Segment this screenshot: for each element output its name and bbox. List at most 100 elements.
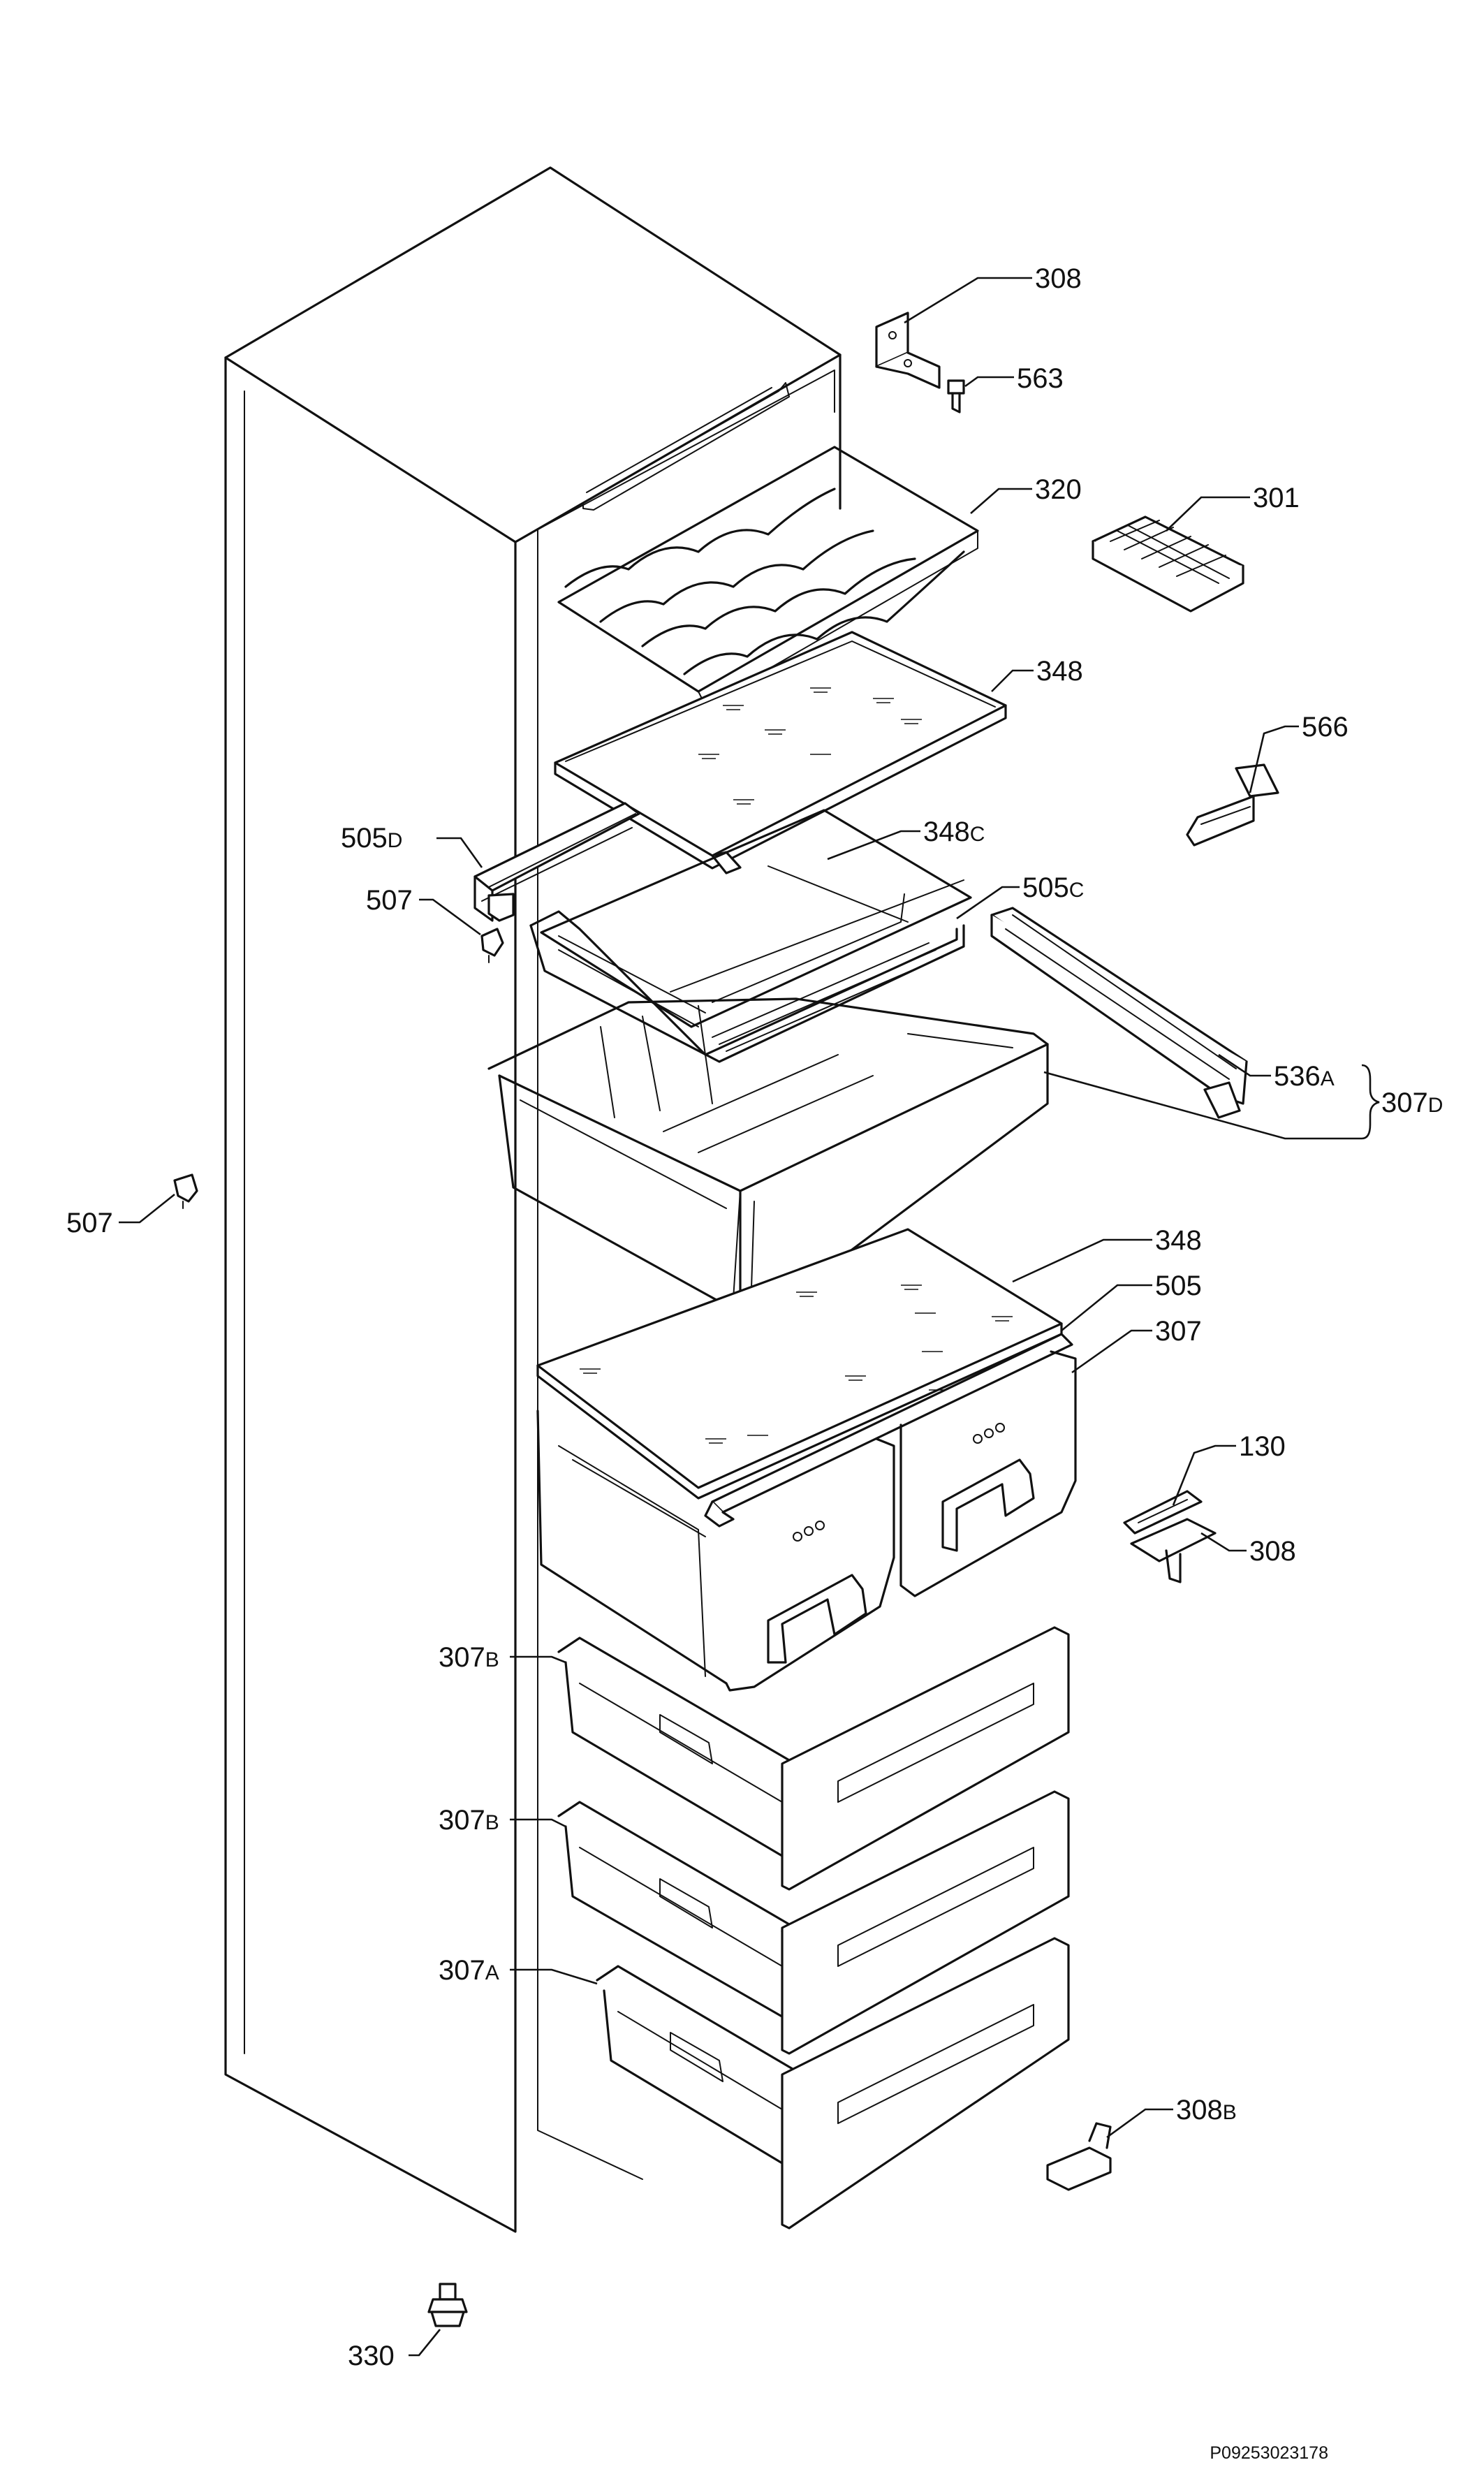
callout-563: 563 xyxy=(1017,363,1064,394)
callout-suffix: B xyxy=(485,1648,499,1671)
drawer-307a xyxy=(596,1937,1070,2230)
drawing-code: P09253023178 xyxy=(1210,2443,1328,2463)
callout-suffix: A xyxy=(1321,1067,1335,1090)
callout-number: 505 xyxy=(1022,872,1069,903)
leader-308b xyxy=(1106,2108,1173,2139)
bracket-308-top xyxy=(875,312,941,389)
callout-suffix: D xyxy=(388,829,403,852)
leader-307a xyxy=(510,1968,598,1985)
fridge-cabinet xyxy=(224,166,842,2233)
callout-307a: 307A xyxy=(439,1955,499,1986)
callout-number: 505 xyxy=(341,823,388,854)
callout-308b: 308B xyxy=(1176,2095,1237,2125)
callout-566: 566 xyxy=(1302,712,1349,742)
glass-shelf-348-mid xyxy=(536,1228,1063,1500)
trim-505 xyxy=(704,1333,1073,1528)
callout-suffix: C xyxy=(970,823,985,846)
callout-536a: 536A xyxy=(1274,1061,1335,1092)
leader-505 xyxy=(1061,1284,1152,1332)
leader-505d xyxy=(436,837,483,868)
callout-507-left: 507 xyxy=(66,1208,113,1238)
callout-307b-1: 307B xyxy=(439,1642,499,1673)
callout-505d: 505D xyxy=(341,823,402,854)
leader-348c xyxy=(827,830,920,861)
callout-130: 130 xyxy=(1239,1431,1286,1462)
callout-505c: 505C xyxy=(1022,872,1084,903)
callout-number: 320 xyxy=(1035,474,1082,505)
callout-number: 308 xyxy=(1035,263,1082,294)
callout-308-mid: 308 xyxy=(1249,1536,1296,1567)
callout-307d: 307D xyxy=(1381,1088,1443,1118)
leader-348-top xyxy=(991,669,1034,692)
callout-number: 348 xyxy=(1155,1225,1202,1256)
callout-505: 505 xyxy=(1155,1271,1202,1301)
callout-suffix: C xyxy=(1069,879,1085,902)
rail-505d xyxy=(473,802,640,922)
hinge-308-mid xyxy=(1130,1518,1217,1583)
leader-308-mid xyxy=(1200,1532,1247,1552)
leader-566 xyxy=(1249,725,1299,793)
callout-number: 307 xyxy=(439,1642,485,1673)
callout-number: 130 xyxy=(1239,1431,1286,1462)
leader-307d-group xyxy=(1043,1071,1362,1140)
leader-307b-2 xyxy=(510,1818,566,1828)
leader-307b-1 xyxy=(510,1655,566,1664)
callout-320: 320 xyxy=(1035,474,1082,505)
callout-number: 330 xyxy=(348,2341,395,2371)
callout-308-top: 308 xyxy=(1035,263,1082,294)
leader-507-left xyxy=(119,1193,175,1224)
screw-563 xyxy=(947,379,965,413)
callout-number: 307 xyxy=(439,1805,485,1836)
leader-301 xyxy=(1166,496,1250,532)
callout-suffix: B xyxy=(1223,2101,1237,2124)
drawers-307 xyxy=(536,1350,1077,1692)
leader-505c xyxy=(956,886,1020,920)
divider-536a xyxy=(990,907,1248,1119)
callout-307b-2: 307B xyxy=(439,1805,499,1836)
callout-number: 308 xyxy=(1249,1536,1296,1567)
callout-348-top: 348 xyxy=(1036,656,1083,687)
callout-number: 301 xyxy=(1253,483,1300,513)
callout-suffix: B xyxy=(485,1811,499,1834)
leader-307 xyxy=(1071,1329,1152,1374)
leader-563 xyxy=(964,376,1014,388)
callout-number: 507 xyxy=(366,885,413,916)
callout-number: 505 xyxy=(1155,1271,1202,1301)
leader-507-upper xyxy=(419,898,481,936)
callout-suffix: A xyxy=(485,1961,499,1984)
clip-507-upper xyxy=(480,928,504,963)
wine-rack-320 xyxy=(557,446,979,706)
crisper-cover-348c xyxy=(540,809,972,1028)
callout-number: 348 xyxy=(1036,656,1083,687)
callout-suffix: D xyxy=(1428,1094,1443,1117)
callout-507-upper: 507 xyxy=(366,885,413,916)
callout-348-mid: 348 xyxy=(1155,1225,1202,1256)
frame-505c xyxy=(529,910,965,1063)
callout-number: 308 xyxy=(1176,2095,1223,2125)
callout-348c: 348C xyxy=(923,817,985,847)
leader-536a xyxy=(1218,1053,1271,1077)
leader-330 xyxy=(409,2329,441,2357)
drawer-307b-1 xyxy=(557,1626,1070,1891)
leader-130 xyxy=(1172,1444,1236,1506)
hinge-308b xyxy=(1046,2122,1112,2191)
bracket-307d xyxy=(1361,1064,1380,1140)
callout-number: 307 xyxy=(439,1955,485,1986)
callout-number: 563 xyxy=(1017,363,1064,394)
callout-number: 536 xyxy=(1274,1061,1321,1092)
leader-320 xyxy=(970,488,1032,514)
scraper-566 xyxy=(1186,763,1279,847)
clip-507-left xyxy=(173,1173,198,1209)
leader-308-top xyxy=(904,277,1032,324)
ice-tray-301 xyxy=(1092,515,1244,613)
callout-330: 330 xyxy=(348,2341,395,2371)
callout-number: 507 xyxy=(66,1208,113,1238)
glass-shelf-348-top xyxy=(554,631,1007,874)
callout-number: 348 xyxy=(923,817,970,847)
callout-307: 307 xyxy=(1155,1316,1202,1347)
hinge-130 xyxy=(1123,1490,1203,1535)
callout-number: 307 xyxy=(1381,1088,1428,1118)
callout-number: 307 xyxy=(1155,1316,1202,1347)
